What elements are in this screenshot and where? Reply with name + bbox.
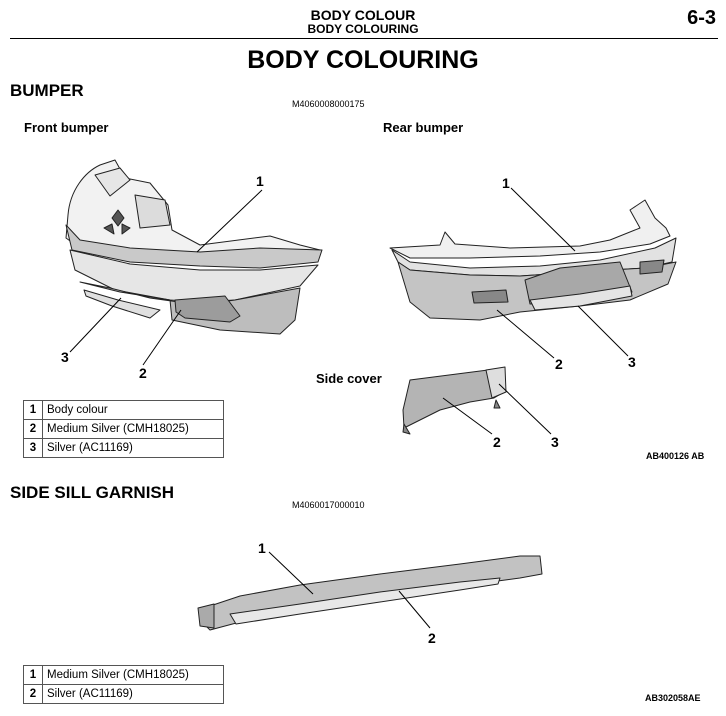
side-sill-drawing (197, 555, 543, 631)
legend-num: 1 (23, 400, 43, 420)
legend-row: 2 Medium Silver (CMH18025) (23, 419, 224, 439)
legend-text: Silver (AC11169) (42, 684, 224, 704)
side-sill-heading: SIDE SILL GARNISH (10, 483, 175, 502)
page-number: 6-3 (687, 7, 716, 29)
legend-num: 1 (23, 665, 43, 685)
legend-text: Medium Silver (CMH18025) (42, 419, 224, 439)
front-bumper-label: Front bumper (24, 120, 109, 135)
side-sill-legend-table: 1 Medium Silver (CMH18025) 2 Silver (AC1… (23, 665, 224, 704)
legend-row: 3 Silver (AC11169) (23, 438, 224, 458)
bumper-code: M4060008000175 (292, 99, 365, 109)
header-title: BODY COLOUR (310, 7, 416, 23)
legend-num: 2 (23, 419, 43, 439)
side-sill-code: M4060017000010 (292, 500, 365, 510)
bumper-legend-table: 1 Body colour 2 Medium Silver (CMH18025)… (23, 400, 224, 458)
side-cover-label: Side cover (316, 371, 382, 386)
callout-sill-1: 1 (258, 540, 266, 556)
callout-rear-2: 2 (555, 356, 563, 372)
legend-row: 2 Silver (AC11169) (23, 684, 224, 704)
legend-text: Body colour (42, 400, 224, 420)
header-rule (10, 38, 718, 39)
legend-text: Silver (AC11169) (42, 438, 224, 458)
bumper-figure-ref: AB400126 AB (646, 451, 705, 461)
rear-bumper-drawing (389, 199, 677, 321)
legend-row: 1 Medium Silver (CMH18025) (23, 665, 224, 685)
legend-row: 1 Body colour (23, 400, 224, 420)
callout-front-2: 2 (139, 365, 147, 381)
legend-num: 2 (23, 684, 43, 704)
callout-rear-1: 1 (502, 175, 510, 191)
callout-side-3: 3 (551, 434, 559, 450)
side-sill-figure-ref: AB302058AE (645, 693, 701, 703)
callout-side-2: 2 (493, 434, 501, 450)
header-subtitle: BODY COLOURING (307, 22, 419, 36)
callout-rear-3: 3 (628, 354, 636, 370)
side-cover-drawing (402, 366, 507, 435)
page-title: BODY COLOURING (247, 46, 479, 74)
front-bumper-drawing (65, 159, 323, 335)
legend-num: 3 (23, 438, 43, 458)
callout-front-3: 3 (61, 349, 69, 365)
callout-front-1: 1 (256, 173, 264, 189)
legend-text: Medium Silver (CMH18025) (42, 665, 224, 685)
rear-bumper-label: Rear bumper (383, 120, 464, 135)
callout-sill-2: 2 (428, 630, 436, 646)
bumper-heading: BUMPER (10, 81, 84, 100)
